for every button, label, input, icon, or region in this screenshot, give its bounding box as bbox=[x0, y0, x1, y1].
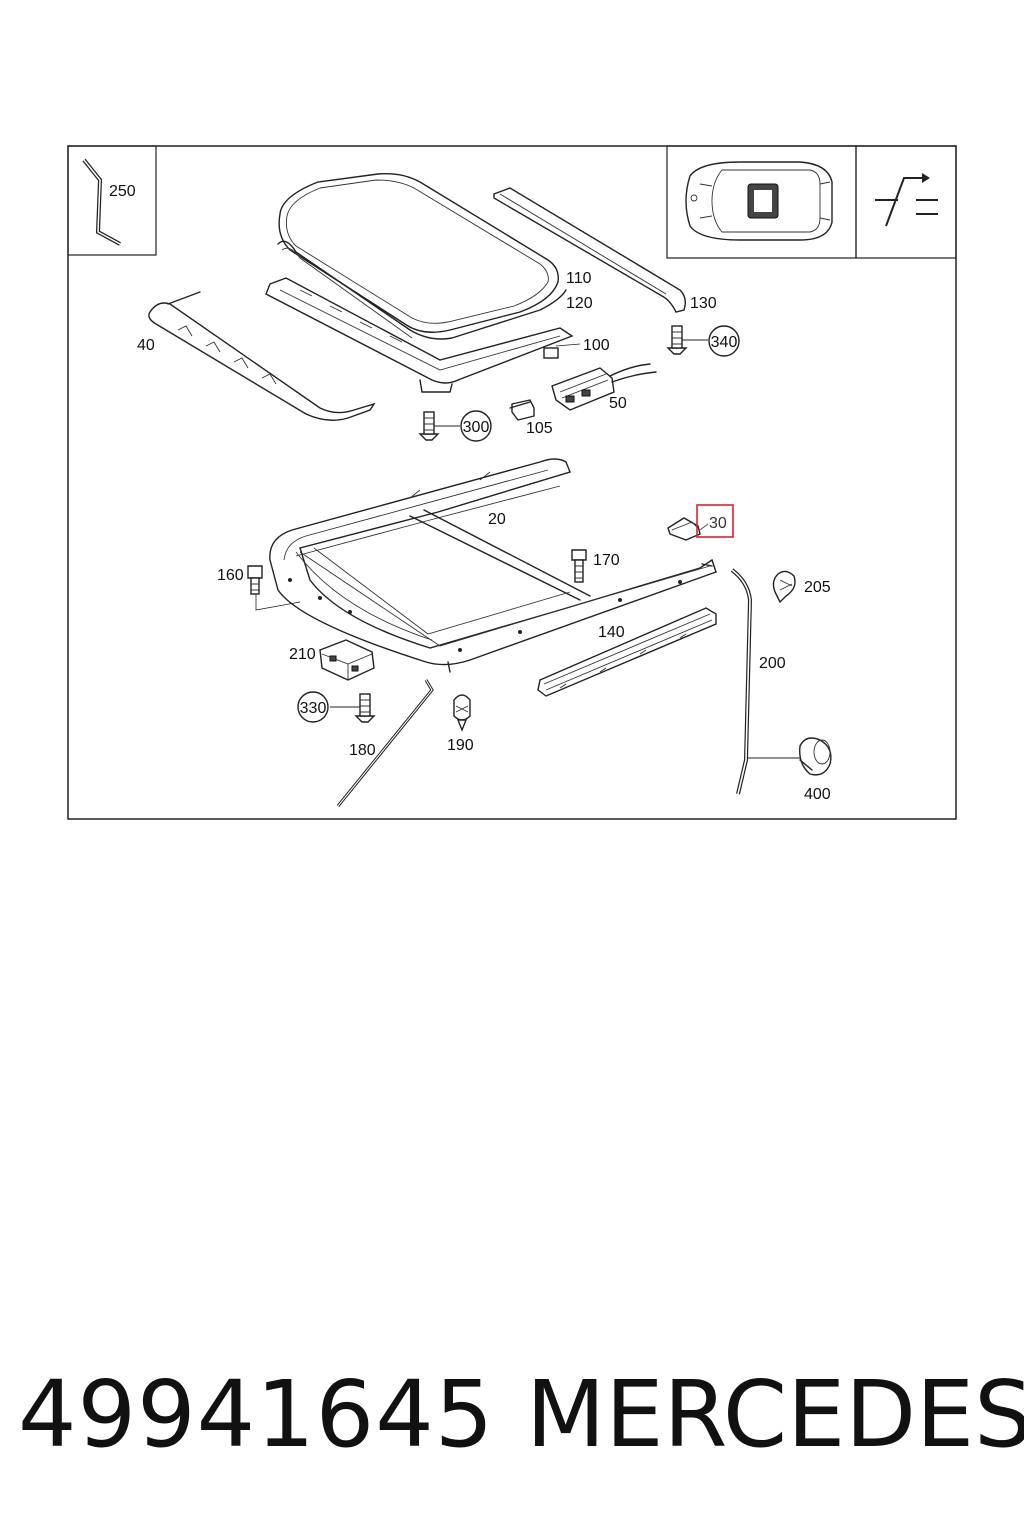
footer: 49941645 MERCEDES bbox=[0, 1360, 1024, 1470]
callout-100[interactable]: 100 bbox=[583, 337, 610, 354]
part-130-wind-deflector bbox=[493, 187, 687, 313]
inset-box-250 bbox=[67, 145, 157, 256]
callout-190[interactable]: 190 bbox=[447, 737, 474, 754]
part-300-screw bbox=[418, 411, 460, 441]
callout-120[interactable]: 120 bbox=[566, 295, 593, 312]
callout-105[interactable]: 105 bbox=[526, 420, 553, 437]
part-340-screw bbox=[666, 325, 708, 355]
callout-210[interactable]: 210 bbox=[289, 646, 316, 663]
callout-160[interactable]: 160 bbox=[217, 567, 244, 584]
callout-200[interactable]: 200 bbox=[759, 655, 786, 672]
callout-140[interactable]: 140 bbox=[598, 624, 625, 641]
brand-name: MERCEDES bbox=[526, 1361, 1024, 1468]
diagram-frame bbox=[67, 145, 957, 820]
part-200-drain-hose bbox=[730, 568, 800, 795]
part-120-seal bbox=[277, 240, 567, 340]
part-400-grommet bbox=[799, 737, 832, 776]
part-210-control-module bbox=[319, 639, 375, 681]
inset-box-symbol bbox=[855, 145, 957, 259]
callout-30-highlight[interactable]: 30 bbox=[696, 504, 734, 538]
callout-180[interactable]: 180 bbox=[349, 742, 376, 759]
callout-400[interactable]: 400 bbox=[804, 786, 831, 803]
callout-205[interactable]: 205 bbox=[804, 579, 831, 596]
callout-50[interactable]: 50 bbox=[609, 395, 627, 412]
callout-330-circle[interactable]: 330 bbox=[297, 691, 329, 723]
part-100-panel-frame bbox=[265, 277, 574, 393]
part-20-sunroof-frame bbox=[269, 458, 717, 673]
part-50-drive-motor bbox=[551, 363, 657, 411]
part-190-clip bbox=[453, 694, 471, 732]
part-250-seal-strip bbox=[82, 158, 121, 246]
callout-300: 300 bbox=[463, 419, 490, 436]
callout-340-circle[interactable]: 340 bbox=[708, 325, 740, 357]
part-170-bolt bbox=[571, 549, 587, 583]
part-330-screw bbox=[330, 693, 376, 723]
callout-130[interactable]: 130 bbox=[690, 295, 717, 312]
callout-170[interactable]: 170 bbox=[593, 552, 620, 569]
callout-20[interactable]: 20 bbox=[488, 511, 506, 528]
part-105-bracket bbox=[509, 399, 535, 421]
parts-diagram: 250 110 120 100 130 bbox=[67, 145, 957, 820]
lowering-symbol-icon bbox=[875, 173, 938, 227]
part-40-seal bbox=[148, 291, 376, 421]
part-number: 49941645 bbox=[18, 1361, 495, 1468]
part-140-guide-rail bbox=[537, 607, 717, 697]
callout-110[interactable]: 110 bbox=[566, 270, 592, 287]
callout-300-circle[interactable]: 300 bbox=[460, 410, 492, 442]
highlight-box bbox=[696, 504, 734, 538]
part-30-bracket bbox=[667, 517, 701, 541]
callout-340: 340 bbox=[711, 334, 738, 351]
callout-330: 330 bbox=[300, 700, 327, 717]
part-180-cable bbox=[336, 679, 434, 807]
part-110-glass-panel bbox=[278, 172, 559, 333]
part-160-bolt bbox=[247, 565, 301, 611]
callout-40[interactable]: 40 bbox=[137, 337, 155, 354]
callout-30: 30 bbox=[709, 515, 727, 532]
callout-250[interactable]: 250 bbox=[109, 183, 136, 200]
part-205-clip bbox=[772, 570, 796, 604]
car-top-view-icon bbox=[685, 161, 833, 241]
